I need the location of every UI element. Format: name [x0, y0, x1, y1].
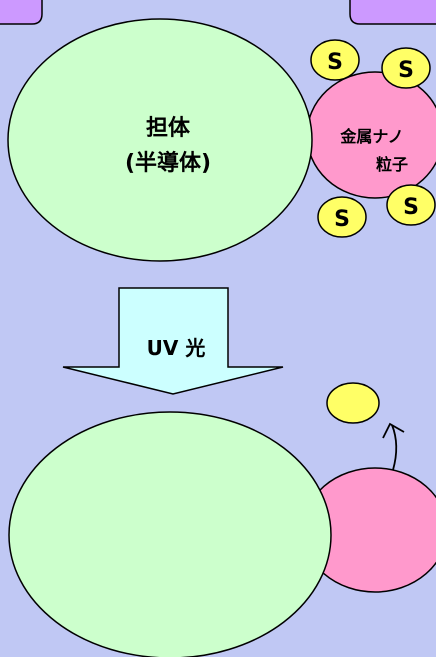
bottom-support [8, 411, 332, 657]
right-tube [349, 0, 436, 25]
top-support [7, 18, 313, 262]
ligand: S [381, 47, 431, 89]
ligand-label: S [403, 195, 419, 220]
ligand-label: S [327, 50, 343, 75]
support-label-line2: (半導体) [125, 150, 211, 176]
ligand: S [317, 196, 367, 238]
released-ligand [326, 382, 380, 424]
process-arrow [62, 287, 284, 395]
ligand: S [386, 184, 436, 226]
support-label-line1: 担体 [146, 116, 191, 141]
process-arrow-label: UV 光 [147, 336, 206, 360]
nanoparticle-label-line2: 粒子 [376, 155, 408, 174]
curved-up-arrow-icon [382, 422, 405, 471]
ligand-label: S [334, 207, 350, 232]
ligand-label: S [398, 58, 414, 83]
nanoparticle-label-line1: 金属ナノ [339, 127, 403, 146]
ligand: S [310, 39, 360, 81]
left-tube [0, 0, 43, 25]
